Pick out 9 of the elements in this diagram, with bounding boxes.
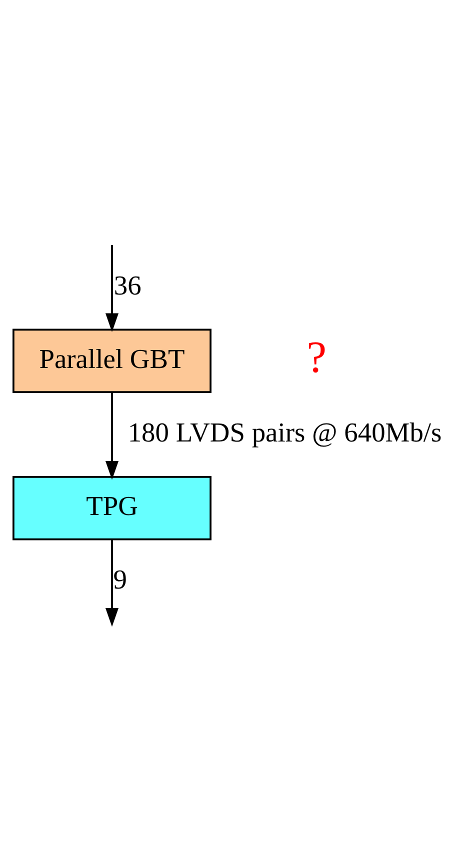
edge-label: 36 <box>114 270 142 300</box>
node-box: TPG <box>12 475 212 540</box>
arrow <box>105 392 119 480</box>
arrow <box>105 244 119 332</box>
node-box: Parallel GBT <box>12 328 212 393</box>
node-label: ? <box>306 331 327 382</box>
edge-label: 180 LVDS pairs @ 640Mb/s <box>128 416 442 447</box>
arrow <box>105 539 119 626</box>
edge-label: 9 <box>113 564 127 594</box>
